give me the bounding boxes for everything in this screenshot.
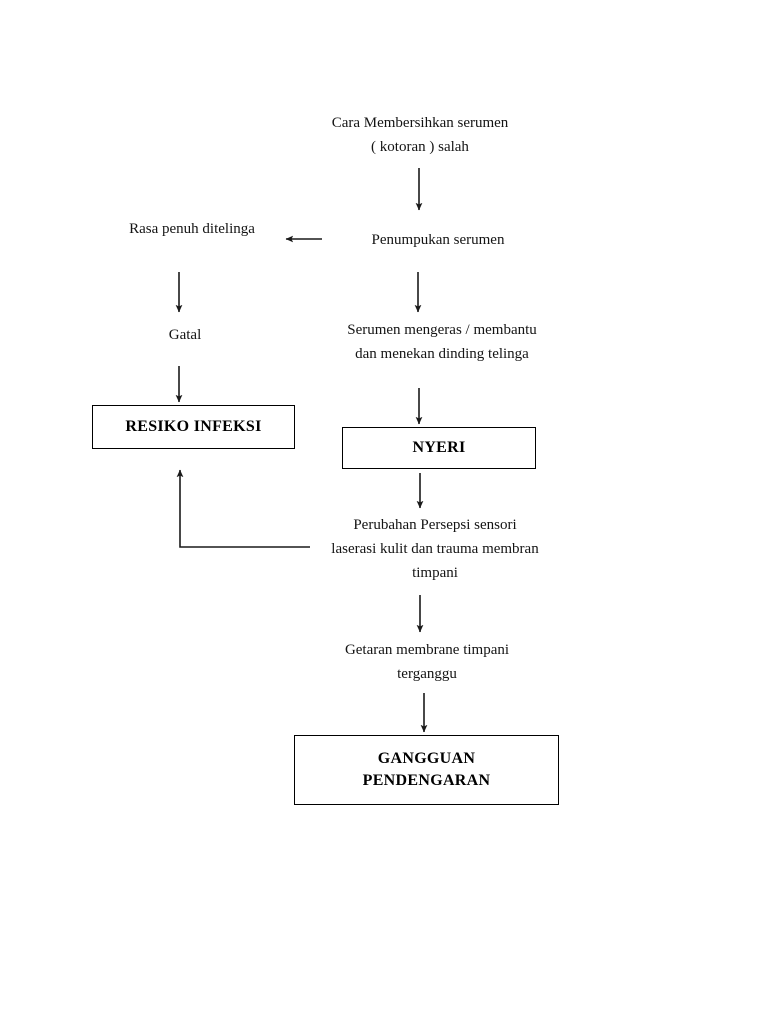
- node-serumen-mengeras: Serumen mengeras / membantu dan menekan …: [347, 322, 537, 362]
- box-nyeri[interactable]: NYERI: [342, 427, 536, 469]
- node-getaran-membrane-timpani: Getaran membrane timpani terganggu: [344, 642, 510, 682]
- box-resiko-infeksi-label: RESIKO INFEKSI: [125, 418, 262, 435]
- box-gangguan-pendengaran[interactable]: GANGGUAN PENDENGARAN: [294, 735, 559, 805]
- box-gangguan-pendengaran-label: GANGGUAN PENDENGARAN: [362, 750, 491, 789]
- node-cara-membersihkan-serumen: Cara Membersihkan serumen ( kotoran ) sa…: [331, 115, 509, 155]
- node-gatal: Gatal: [168, 327, 202, 343]
- box-resiko-infeksi[interactable]: RESIKO INFEKSI: [92, 405, 295, 449]
- node-rasa-penuh-ditelinga: Rasa penuh ditelinga: [129, 221, 255, 237]
- box-nyeri-label: NYERI: [412, 439, 466, 456]
- node-perubahan-persepsi-sensori: Perubahan Persepsi sensori laserasi kuli…: [331, 517, 539, 581]
- feedback-arrow-perubahan-to-resikoinfeksi: [176, 469, 310, 548]
- node-penumpukan-serumen: Penumpukan serumen: [371, 232, 505, 248]
